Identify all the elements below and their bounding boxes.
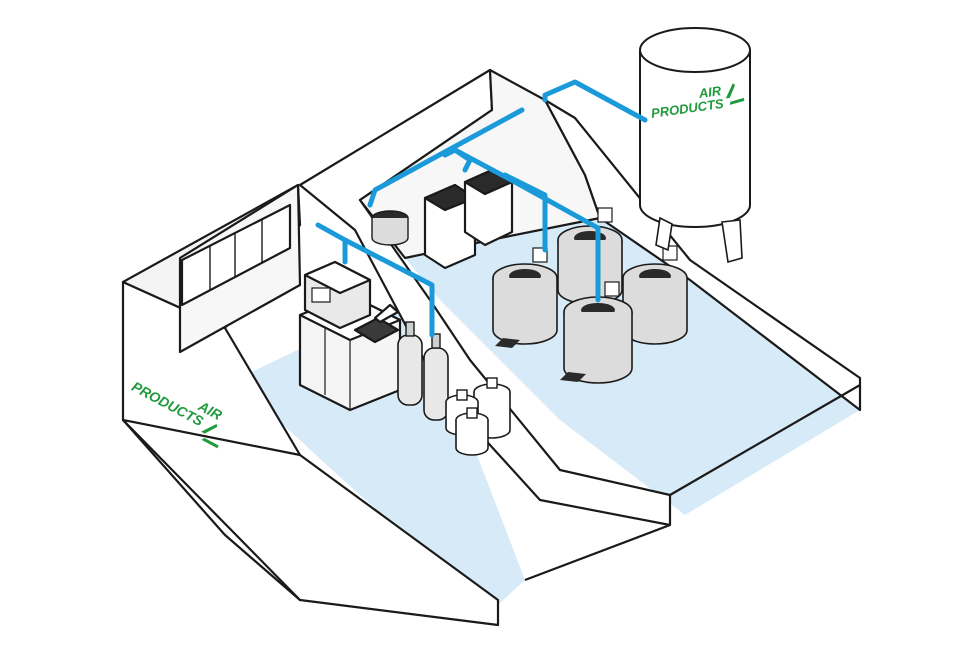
gas-distribution-pipes (315, 79, 648, 338)
main-supply-pipe (542, 79, 648, 123)
cryogenic-freezer-icon (492, 247, 558, 348)
benchtop-instrument (303, 260, 372, 330)
branch-pipe-phase (502, 172, 548, 253)
header-pipe (367, 107, 525, 208)
gas-cylinders (397, 321, 449, 421)
front-slab (121, 418, 500, 627)
branch-pipe-left-room (315, 222, 348, 265)
gas-cylinder-icon (423, 333, 449, 421)
cryogenic-freezer-icon (423, 183, 477, 270)
dewar-icon (455, 407, 489, 456)
branch-pipe-cylinders (342, 237, 435, 338)
right-floor-edge (669, 384, 861, 496)
phase-separator-icon (371, 210, 409, 246)
gas-cylinder-icon (397, 321, 423, 406)
bulk-storage-tank-icon (639, 27, 751, 264)
cryogenic-freezer-icon (560, 281, 633, 384)
center-floor-edge (524, 523, 671, 582)
logo-mark-icon (201, 424, 219, 449)
dewars (445, 377, 511, 456)
right-outer-wall (543, 98, 862, 412)
cryogenic-freezer-icon (463, 168, 514, 247)
storage-freezers (492, 207, 688, 384)
tank-logo-line1: AIR (697, 83, 723, 101)
window-icon (180, 203, 292, 307)
cryogenic-freezer-icon (622, 245, 688, 345)
logo-mark-icon (725, 83, 745, 105)
laptop-icon (353, 303, 400, 344)
